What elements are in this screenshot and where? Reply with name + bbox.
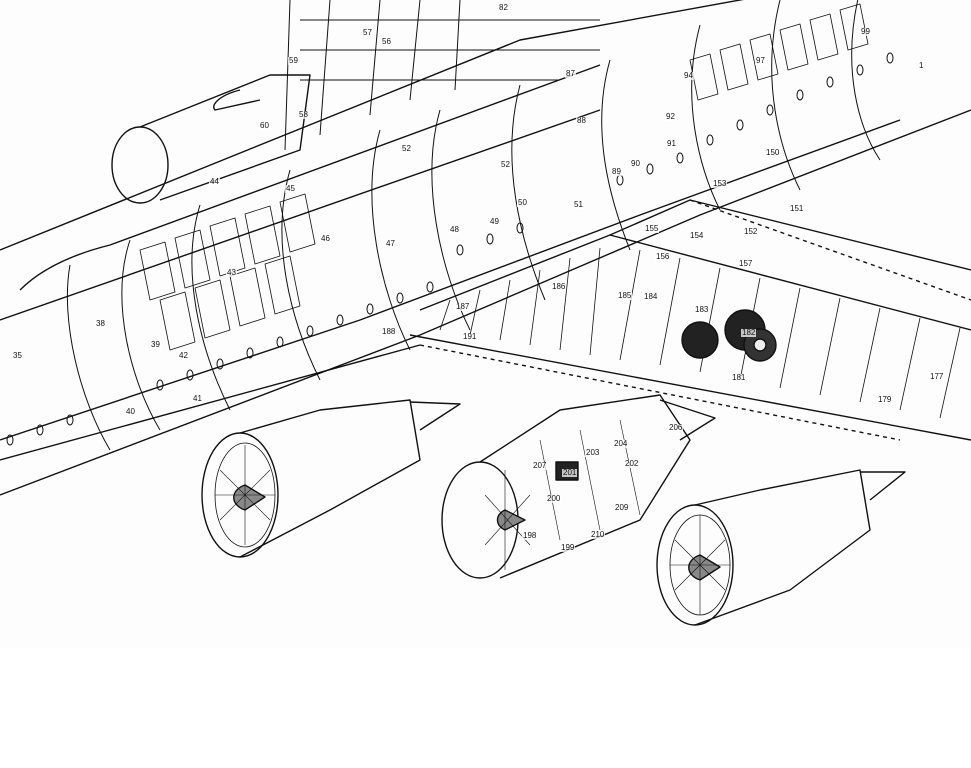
callout-label: 52: [401, 144, 412, 153]
callout-label: 154: [689, 231, 705, 240]
engine-right: [656, 469, 906, 626]
callout-label: 185: [617, 291, 633, 300]
callout-label: 47: [385, 239, 396, 248]
callout-label: 181: [731, 373, 747, 382]
callout-label: 209: [614, 503, 630, 512]
callout-label: 155: [644, 224, 660, 233]
wing-structure: [409, 199, 971, 441]
callout-label: 206: [668, 423, 684, 432]
fuselage-frames: [66, 0, 881, 451]
callout-label: 210: [590, 530, 606, 539]
fuselage-outline: [0, 0, 971, 496]
engine-left: [201, 399, 461, 558]
callout-label: 207: [532, 461, 548, 470]
aircraft-cutaway-illustration: 1 35 38 39 40 41 42 43 44 45 46 47 48 49 50 51 52 52 56 57 5…: [0, 0, 971, 626]
callout-label: 198: [522, 531, 538, 540]
callout-label: 200: [546, 494, 562, 503]
callout-label: 99: [860, 27, 871, 36]
callout-label: 58: [298, 110, 309, 119]
callout-label: 91: [666, 139, 677, 148]
callout-label: 87: [565, 69, 576, 78]
callout-label: 157: [738, 259, 754, 268]
callout-label: 46: [320, 234, 331, 243]
callout-label: 60: [259, 121, 270, 130]
callout-label: 89: [611, 167, 622, 176]
callout-label: 43: [226, 268, 237, 277]
callout-label: 191: [462, 332, 478, 341]
callout-label: 150: [765, 148, 781, 157]
callout-label: 49: [489, 217, 500, 226]
callout-label: 97: [755, 56, 766, 65]
callout-label: 204: [613, 439, 629, 448]
callout-label: 39: [150, 340, 161, 349]
main-landing-gear: [681, 309, 777, 362]
callout-label: 94: [683, 71, 694, 80]
callout-label: 57: [362, 28, 373, 37]
callout-label: 59: [288, 56, 299, 65]
callout-label: 177: [929, 372, 945, 381]
callout-label: 50: [517, 198, 528, 207]
callout-label: 203: [585, 448, 601, 457]
callout-label: 82: [498, 3, 509, 12]
callout-label: 156: [655, 252, 671, 261]
tail-engine-nacelle: [111, 74, 311, 204]
callout-label: 45: [285, 184, 296, 193]
callout-label: 44: [209, 177, 220, 186]
callout-label: 182: [741, 328, 757, 337]
callout-label: 90: [630, 159, 641, 168]
callout-label: 35: [12, 351, 23, 360]
callout-label: 41: [192, 394, 203, 403]
blank-margin: [0, 648, 971, 768]
callout-label: 40: [125, 407, 136, 416]
callout-label: 151: [789, 204, 805, 213]
callout-label: 38: [95, 319, 106, 328]
callout-label: 56: [381, 37, 392, 46]
callout-label: 179: [877, 395, 893, 404]
callout-label: 88: [576, 116, 587, 125]
callout-label: 92: [665, 112, 676, 121]
callout-label: 1: [918, 61, 925, 70]
fin-structure: [284, 0, 600, 151]
callout-label: 188: [381, 327, 397, 336]
callout-label: 186: [551, 282, 567, 291]
callout-label: 187: [455, 302, 471, 311]
callout-label: 201: [562, 468, 578, 477]
passenger-seats: [139, 3, 869, 351]
callout-label: 152: [743, 227, 759, 236]
callout-label: 42: [178, 351, 189, 360]
callout-label: 48: [449, 225, 460, 234]
callout-label: 51: [573, 200, 584, 209]
callout-label: 153: [712, 179, 728, 188]
callout-label: 183: [694, 305, 710, 314]
callout-label: 52: [500, 160, 511, 169]
line-art: [0, 0, 971, 626]
callout-label: 202: [624, 459, 640, 468]
callout-label: 184: [643, 292, 659, 301]
callout-label: 199: [560, 543, 576, 552]
cabin-windows: [6, 52, 894, 446]
